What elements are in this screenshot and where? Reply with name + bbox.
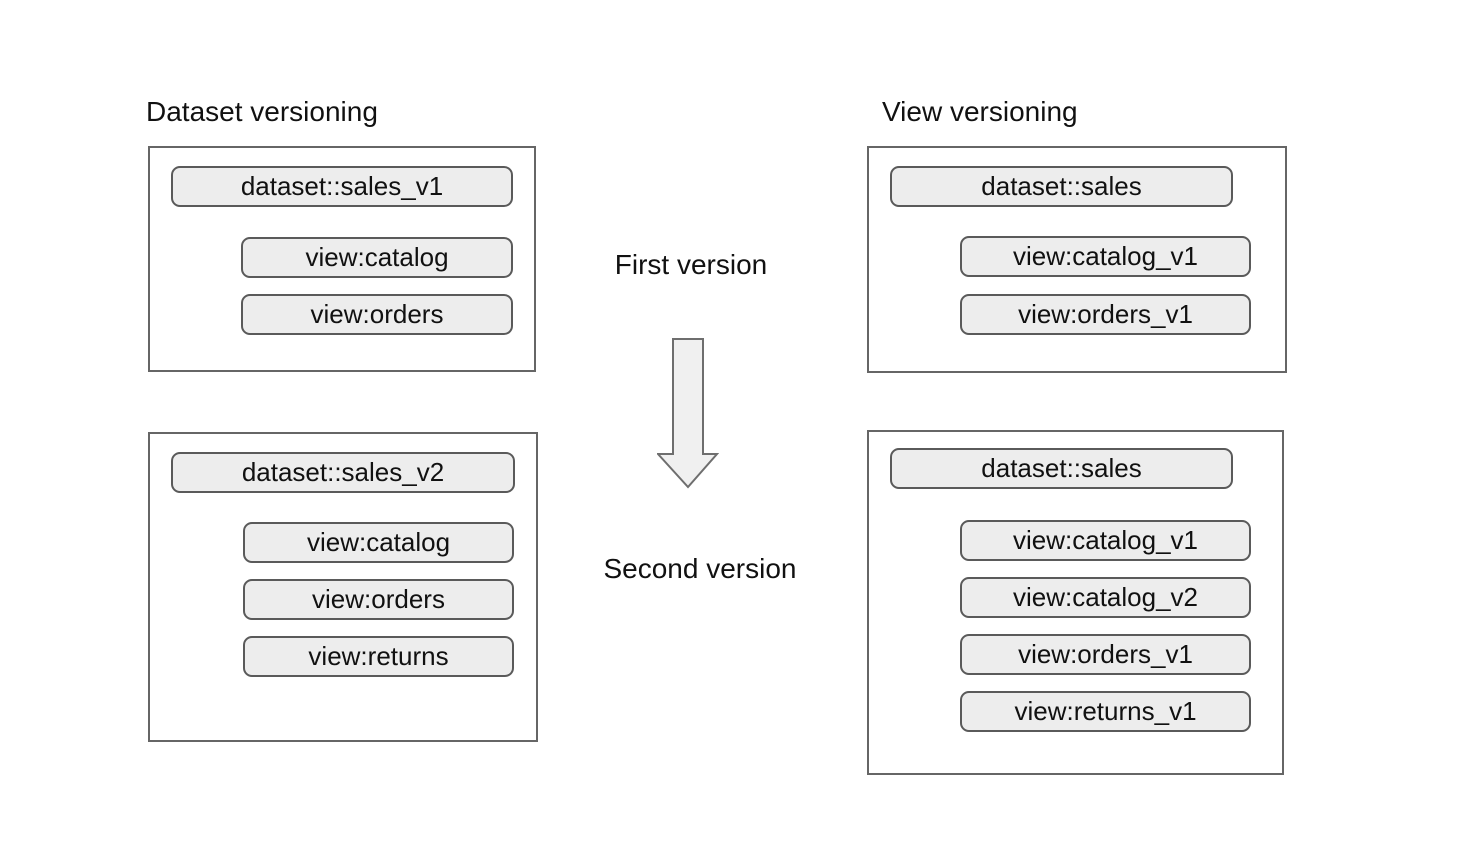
view-node: view:catalog [241, 237, 513, 278]
dataset-node: dataset::sales [890, 448, 1233, 489]
view-versioning-second-box: dataset::sales view:catalog_v1 view:cata… [867, 430, 1284, 775]
view-node: view:returns_v1 [960, 691, 1251, 732]
dataset-versioning-second-box: dataset::sales_v2 view:catalog view:orde… [148, 432, 538, 742]
view-node: view:orders [241, 294, 513, 335]
view-node: view:catalog [243, 522, 514, 563]
second-version-label: Second version [603, 553, 797, 584]
view-node: view:catalog_v1 [960, 520, 1251, 561]
view-node: view:orders_v1 [960, 294, 1251, 335]
dataset-node: dataset::sales_v1 [171, 166, 513, 207]
view-node: view:orders_v1 [960, 634, 1251, 675]
down-arrow-icon [655, 338, 720, 489]
view-node: view:returns [243, 636, 514, 677]
first-version-label: First version [614, 249, 768, 280]
view-node: view:catalog_v1 [960, 236, 1251, 277]
view-versioning-heading: View versioning [882, 96, 1078, 127]
dataset-node: dataset::sales [890, 166, 1233, 207]
view-node: view:orders [243, 579, 514, 620]
dataset-versioning-heading: Dataset versioning [146, 96, 378, 127]
view-versioning-first-box: dataset::sales view:catalog_v1 view:orde… [867, 146, 1287, 373]
view-node: view:catalog_v2 [960, 577, 1251, 618]
dataset-versioning-first-box: dataset::sales_v1 view:catalog view:orde… [148, 146, 536, 372]
dataset-node: dataset::sales_v2 [171, 452, 515, 493]
